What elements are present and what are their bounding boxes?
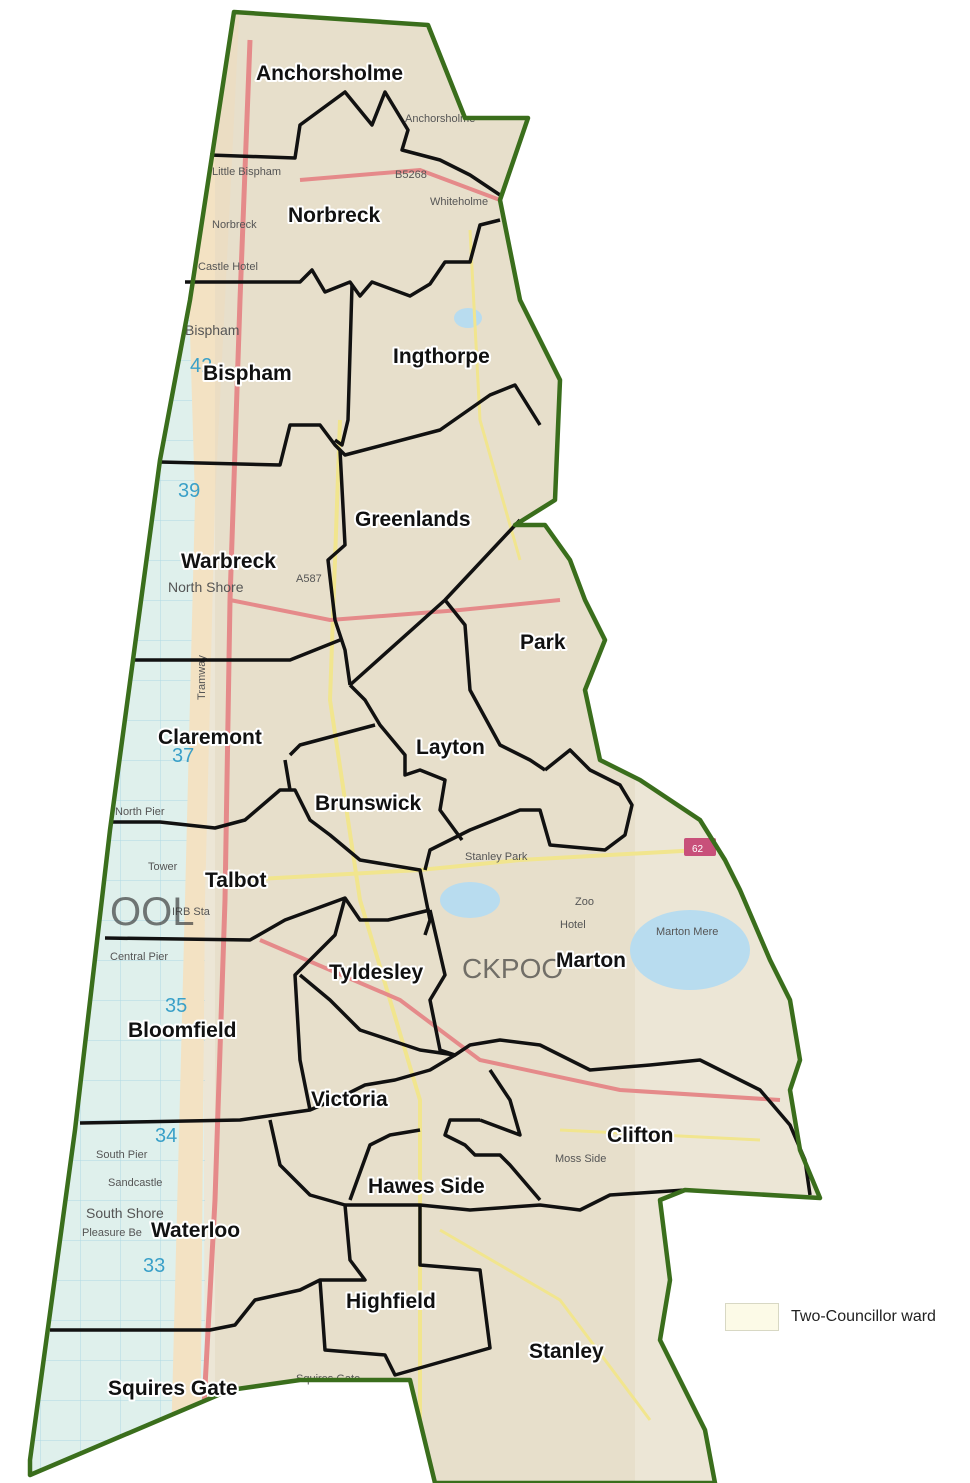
grid-number-33: 33: [143, 1255, 165, 1277]
grid-number-34: 34: [155, 1125, 177, 1147]
ward-label-talbot: Talbot: [205, 869, 266, 892]
ward-label-bispham: Bispham: [203, 362, 292, 385]
pond-water: [454, 308, 482, 328]
ward-label-brunswick: Brunswick: [315, 792, 422, 815]
label-a587: A587: [296, 573, 322, 585]
boundary-waterloo-squiresgate: [50, 1204, 367, 1332]
cross-road-3: [259, 938, 781, 1102]
ward-label-squires-gate: Squires Gate: [108, 1377, 238, 1400]
label-south-shore: South Shore: [86, 1205, 164, 1221]
boundary-talbot-brunswick: [110, 788, 432, 936]
minor-road: [468, 229, 522, 561]
boundary-bloomfield-waterloo: [79, 1053, 456, 1125]
legend-label: Two-Councillor ward: [791, 1308, 936, 1325]
cross-road: [229, 598, 561, 623]
ward-label-victoria: Victoria: [311, 1088, 388, 1111]
road-b5268: [299, 167, 501, 202]
cross-road-2: [239, 848, 701, 882]
label-whiteholme: Whiteholme: [430, 196, 488, 208]
label-road-62: 62: [692, 844, 704, 855]
minor-road-2: [559, 1128, 761, 1142]
grid-number-39: 39: [178, 480, 200, 502]
ward-label-hawes-side: Hawes Side: [368, 1175, 485, 1198]
label-central-pier: Central Pier: [110, 951, 168, 963]
district-outer-boundary: [27, 9, 823, 1483]
promenade-road: [197, 39, 253, 1481]
minor-road-3: [439, 1228, 652, 1421]
legend-swatch-two-councillor: [725, 1303, 779, 1331]
ward-label-ingthorpe: Ingthorpe: [393, 345, 490, 368]
label-north-shore: North Shore: [168, 579, 244, 595]
ward-label-claremont: Claremont: [158, 726, 262, 749]
label-stanley-park: Stanley Park: [465, 851, 528, 863]
label-hotel: Hotel: [560, 919, 586, 931]
ward-label-tyldesley: Tyldesley: [329, 961, 423, 984]
grid-number-42: 42: [190, 355, 212, 377]
ward-labels: Anchorsholme Norbreck Ingthorpe Bispham …: [106, 60, 675, 1402]
legend: Two-Councillor ward: [725, 1303, 970, 1333]
beach-strip: [170, 12, 240, 1483]
boundary-anchorsholme-norbreck: [209, 90, 501, 197]
label-norbreck-small: Norbreck: [212, 219, 257, 231]
boundary-victoria-waterloo: [268, 1119, 346, 1207]
ward-label-greenlands: Greenlands: [355, 508, 471, 531]
label-zoo: Zoo: [575, 896, 594, 908]
ward-label-park: Park: [520, 631, 566, 654]
boundary-claremont-brunswick: [288, 723, 376, 757]
ward-label-norbreck: Norbreck: [288, 204, 381, 227]
boundary-warbreck-claremont: [135, 638, 341, 662]
label-pleasure-beach: Pleasure Be: [82, 1227, 142, 1239]
label-sandcastle: Sandcastle: [108, 1177, 162, 1189]
label-tower: Tower: [148, 861, 178, 873]
boundary-tyldesley-marton: [428, 909, 456, 1057]
label-bispham-small: Bispham: [185, 322, 239, 338]
boundary-clifton-inner: [479, 1069, 522, 1137]
label-town-fragment: OOL: [110, 890, 194, 934]
ward-label-anchorsholme: Anchorsholme: [256, 62, 403, 85]
ward-label-stanley: Stanley: [529, 1340, 604, 1363]
ward-label-bloomfield: Bloomfield: [128, 1019, 237, 1042]
ward-boundaries: [50, 90, 812, 1377]
grid-number-37: 37: [172, 745, 194, 767]
label-town-fragment-2: CKPOO: [462, 953, 563, 984]
label-castle-hotel: Castle Hotel: [198, 261, 258, 273]
grid-number-35: 35: [165, 995, 187, 1017]
boundary-victoria-hawesside: [348, 1128, 421, 1201]
boundary-norbreck-south: [185, 218, 501, 298]
label-b5268: B5268: [395, 169, 427, 181]
label-moss-side: Moss Side: [555, 1153, 606, 1165]
label-marton-mere: Marton Mere: [656, 926, 718, 938]
boundary-tyldesley-west: [293, 897, 347, 1111]
road-shield-62: [684, 838, 716, 856]
label-anchorsholme-small: Anchorsholme: [405, 113, 475, 125]
boundary-highfield: [318, 1205, 492, 1377]
ward-label-warbreck: Warbreck: [181, 550, 276, 573]
marton-mere-water: [630, 910, 750, 990]
boundary-bispham-ingthorpe: [333, 284, 354, 447]
boundary-layton-park: [443, 598, 546, 772]
label-north-pier: North Pier: [115, 806, 165, 818]
label-irb-sta: IRB Sta: [172, 906, 211, 918]
boundary-claremont-layton: [348, 683, 464, 842]
ward-label-layton: Layton: [416, 736, 485, 759]
basemap-labels: Anchorsholme Little Bispham Norbreck Cas…: [82, 113, 718, 1385]
boundary-layton-marton: [423, 748, 634, 871]
ward-label-highfield: Highfield: [346, 1290, 436, 1313]
boundary-hawesside-clifton: [443, 1118, 542, 1202]
label-south-pier: South Pier: [96, 1149, 148, 1161]
ward-label-marton: Marton: [556, 949, 626, 972]
ward-label-clifton: Clifton: [607, 1124, 673, 1147]
label-little-bispham: Little Bispham: [212, 166, 281, 178]
boundary-brunswick-west: [283, 759, 292, 791]
boundary-marton-clifton: [298, 973, 812, 1196]
ward-label-waterloo: Waterloo: [151, 1219, 240, 1242]
label-tramway: Tramway: [196, 655, 208, 700]
stanley-park-lake: [440, 882, 500, 918]
boundary-warbreck-greenlands: [326, 449, 352, 686]
